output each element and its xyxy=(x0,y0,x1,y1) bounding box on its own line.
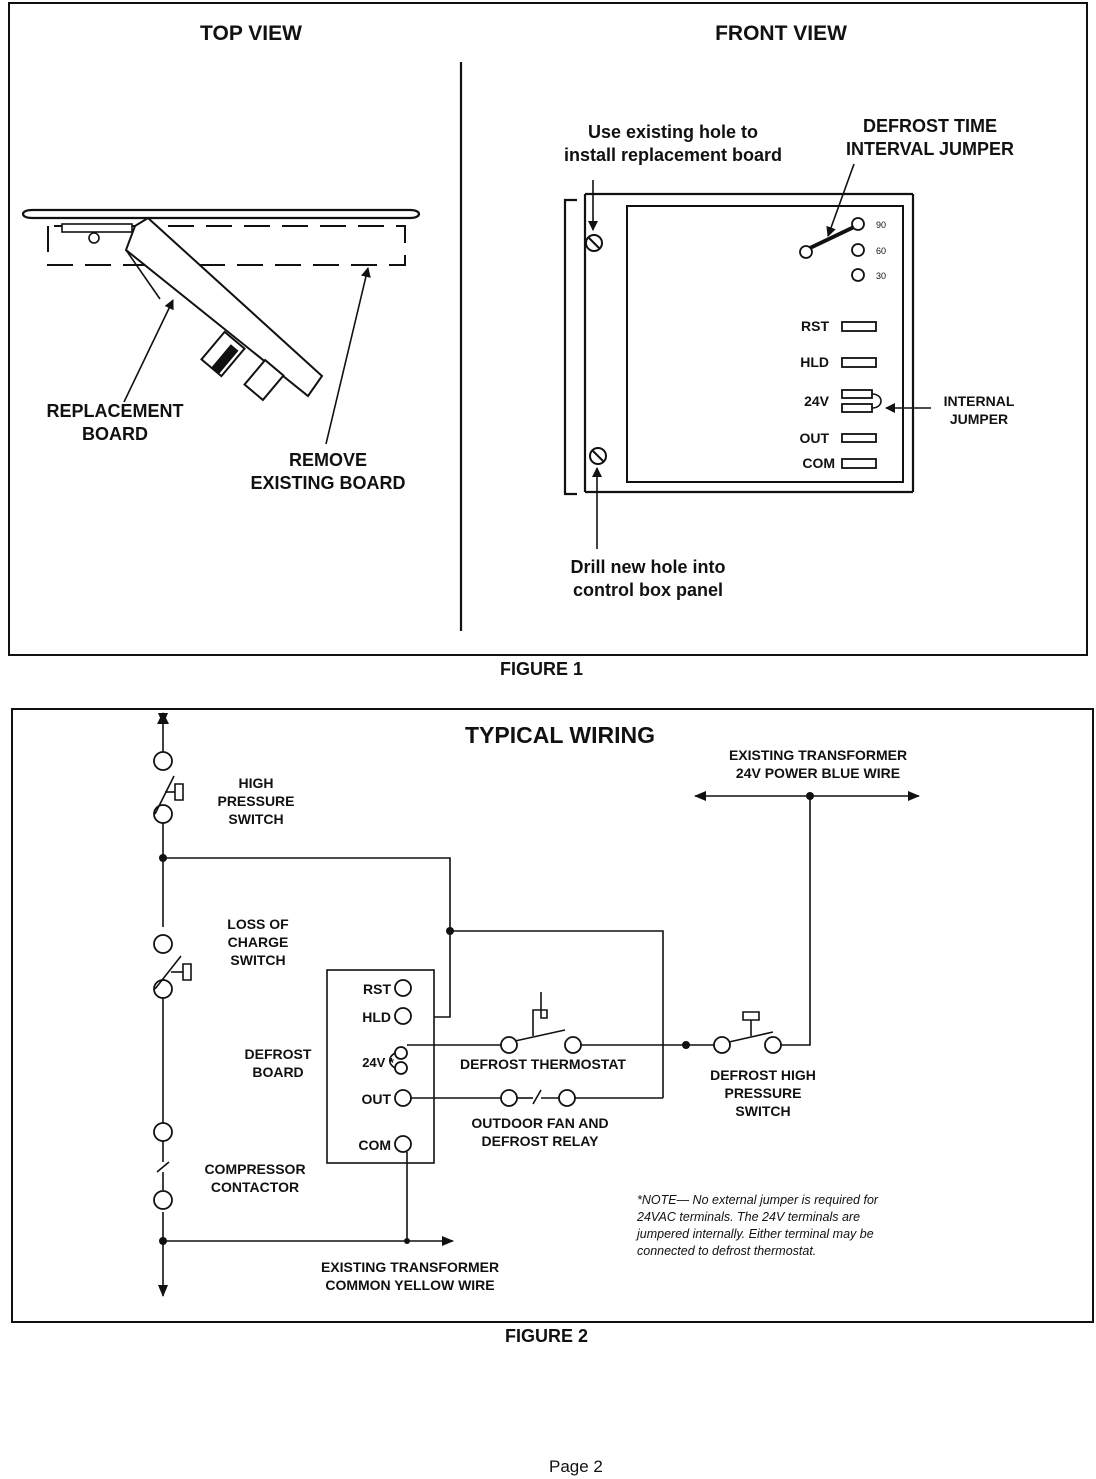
wiring-title: TYPICAL WIRING xyxy=(465,722,655,748)
board-terminal-24v: 24V * xyxy=(362,1055,395,1070)
remove-board-label-1: REMOVE xyxy=(289,450,367,470)
thermostat-return-wire xyxy=(450,930,664,1045)
figure-1-drawing: TOP VIEW REPLACEMENT BOARD REMOVE EXISTI… xyxy=(21,22,1015,631)
fan-relay-label-2: DEFROST RELAY xyxy=(482,1133,600,1149)
existing-hole-label-2: install replacement board xyxy=(564,145,782,165)
fan-relay-label-1: OUTDOOR FAN AND xyxy=(471,1115,608,1131)
figure-1-caption: FIGURE 1 xyxy=(500,659,584,679)
note-line-1: *NOTE— No external jumper is required fo… xyxy=(637,1193,879,1207)
terminal-rst-label: RST xyxy=(801,318,829,334)
figure-2-caption: FIGURE 2 xyxy=(505,1326,589,1346)
defrost-high-pressure-label-2: PRESSURE xyxy=(724,1085,801,1101)
note-line-3: jumpered internally. Either terminal may… xyxy=(635,1227,874,1241)
loss-of-charge-label-3: SWITCH xyxy=(230,952,285,968)
jumper-position-30: 30 xyxy=(876,271,886,281)
top-view-title: TOP VIEW xyxy=(200,22,302,45)
defrost-board-box xyxy=(326,969,435,1164)
figure-1-panel: TOP VIEW REPLACEMENT BOARD REMOVE EXISTI… xyxy=(8,2,1088,656)
compressor-contactor-label-2: CONTACTOR xyxy=(211,1179,299,1195)
compressor-contactor-symbol xyxy=(153,1122,173,1210)
board-terminal-com: COM xyxy=(358,1137,391,1153)
internal-jumper-label-1: INTERNAL xyxy=(944,393,1015,409)
defrost-board-label-1: DEFROST xyxy=(245,1046,312,1062)
jumper-label-2: INTERVAL JUMPER xyxy=(846,139,1014,159)
board-terminal-rst: RST xyxy=(363,981,391,997)
loss-of-charge-label-1: LOSS OF xyxy=(227,916,289,932)
transformer-blue-label-1: EXISTING TRANSFORMER xyxy=(729,747,907,763)
wiring-diagram: TYPICAL WIRING HIGH PRESSURE SWITCH LOSS… xyxy=(153,712,920,1297)
page-number: Page 2 xyxy=(549,1457,603,1476)
front-view-title: FRONT VIEW xyxy=(715,22,847,45)
replacement-board-label-1: REPLACEMENT xyxy=(46,401,183,421)
figure-2-panel: TYPICAL WIRING HIGH PRESSURE SWITCH LOSS… xyxy=(11,708,1094,1323)
drill-label-2: control box panel xyxy=(573,580,723,600)
replacement-board-leader xyxy=(123,299,174,403)
terminal-24v-label: 24V xyxy=(804,393,830,409)
top-view-drawing xyxy=(21,208,421,402)
jumper-position-90: 90 xyxy=(876,220,886,230)
compressor-contactor-label-1: COMPRESSOR xyxy=(204,1161,305,1177)
terminal-hld-label: HLD xyxy=(800,354,829,370)
jumper-position-60: 60 xyxy=(876,246,886,256)
existing-hole-label-1: Use existing hole to xyxy=(588,122,758,142)
transformer-yellow-label-2: COMMON YELLOW WIRE xyxy=(325,1277,494,1293)
defrost-thermostat-symbol xyxy=(407,992,663,1054)
remove-board-label-2: EXISTING BOARD xyxy=(250,473,405,493)
high-pressure-switch-label-2: PRESSURE xyxy=(217,793,294,809)
defrost-high-pressure-label-1: DEFROST HIGH xyxy=(710,1067,816,1083)
jumper-leader xyxy=(826,163,855,237)
loss-of-charge-switch-symbol xyxy=(153,934,192,999)
board-terminal-out: OUT xyxy=(361,1091,391,1107)
drill-label-1: Drill new hole into xyxy=(570,557,725,577)
defrost-board-label-2: BOARD xyxy=(252,1064,303,1080)
front-view-board xyxy=(563,192,915,496)
jumper-label-1: DEFROST TIME xyxy=(863,116,997,136)
note-line-4: connected to defrost thermostat. xyxy=(637,1244,816,1258)
high-pressure-switch-label-3: SWITCH xyxy=(228,811,283,827)
transformer-yellow-label-1: EXISTING TRANSFORMER xyxy=(321,1259,499,1275)
defrost-thermostat-label: DEFROST THERMOSTAT xyxy=(460,1056,626,1072)
board-terminal-hld: HLD xyxy=(362,1009,391,1025)
internal-jumper-label-2: JUMPER xyxy=(950,411,1008,427)
defrost-high-pressure-label-3: SWITCH xyxy=(735,1103,790,1119)
high-pressure-switch-label-1: HIGH xyxy=(239,775,274,791)
high-pressure-switch-symbol xyxy=(153,751,184,824)
transformer-blue-label-2: 24V POWER BLUE WIRE xyxy=(736,765,900,781)
replacement-board-label-2: BOARD xyxy=(82,424,148,444)
loss-of-charge-label-2: CHARGE xyxy=(228,934,289,950)
terminal-com-label: COM xyxy=(802,455,835,471)
terminal-out-label: OUT xyxy=(799,430,829,446)
defrost-high-pressure-switch-symbol xyxy=(663,796,811,1054)
remove-board-leader xyxy=(325,267,371,445)
note-line-2: 24VAC terminals. The 24V terminals are xyxy=(636,1210,860,1224)
fan-relay-symbol xyxy=(411,1045,664,1107)
